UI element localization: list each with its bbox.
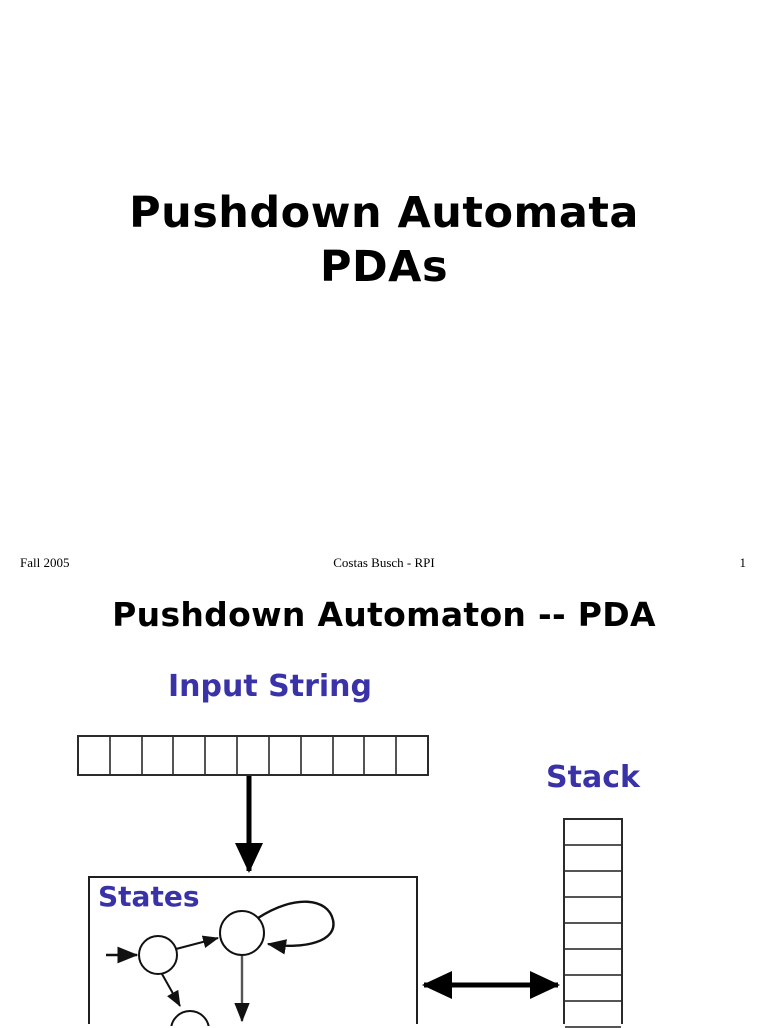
slide-heading: Pushdown Automaton -- PDA: [112, 595, 656, 634]
tape-cell: [397, 737, 427, 774]
stack-cell: [565, 1002, 621, 1028]
stack-cell: [565, 898, 621, 924]
tape-cell: [174, 737, 207, 774]
footer-page-number: 1: [739, 555, 747, 570]
state-transition-diagram: [106, 900, 335, 1026]
stack-label: Stack: [546, 760, 640, 795]
stack-cell: [565, 924, 621, 950]
title-line-2: PDAs: [319, 242, 449, 292]
tape-cell: [302, 737, 334, 774]
stack-cell: [565, 846, 621, 872]
state-circle-q2: [170, 1010, 210, 1026]
page-title: Pushdown Automata PDAs: [0, 186, 768, 294]
tape-cell: [79, 737, 111, 774]
stack-cell: [565, 950, 621, 976]
stack-cell: [565, 976, 621, 1002]
tape-cell: [206, 737, 239, 774]
tape-cell: [365, 737, 398, 774]
states-label: States: [98, 880, 200, 913]
footer-author: Costas Busch - RPI: [333, 555, 435, 570]
input-tape: [77, 735, 429, 776]
state-circle-q1: [219, 910, 265, 956]
stack-cell: [565, 872, 621, 898]
input-string-label: Input String: [168, 669, 372, 704]
slide-footer: Fall 2005 Costas Busch - RPI 1: [0, 555, 768, 575]
stack-cell: [565, 820, 621, 846]
self-loop-q1: [257, 900, 335, 955]
states-box: [88, 876, 418, 1026]
tape-cell: [111, 737, 143, 774]
transition-q0-q1: [175, 935, 219, 950]
footer-term: Fall 2005: [20, 555, 70, 570]
tape-cell: [334, 737, 366, 774]
title-line-1: Pushdown Automata: [129, 188, 639, 238]
tape-cell: [143, 737, 175, 774]
slide-title-page: Pushdown Automata PDAs Fall 2005 Costas …: [0, 186, 768, 575]
state-circle-q0: [138, 935, 178, 975]
tape-cell: [270, 737, 302, 774]
stack-box: [563, 818, 623, 1028]
slide-pda-overview: Pushdown Automaton -- PDA Input String S…: [0, 590, 768, 1028]
tape-cell: [238, 737, 270, 774]
transition-q0-q2: [161, 973, 181, 1007]
